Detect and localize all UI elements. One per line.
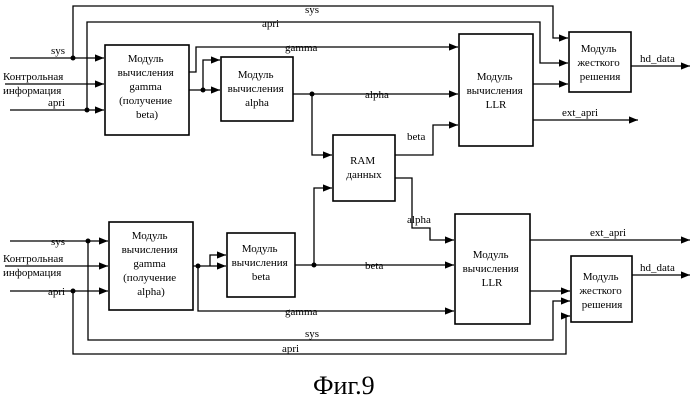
- sys-bot-input-label: sys: [51, 236, 65, 248]
- beta-junction: [312, 263, 317, 268]
- ram-alpha-label: alpha: [407, 214, 431, 226]
- hard-bot-block-label: Модуль жесткого решения: [578, 271, 624, 311]
- control-top-label-1: Контрольная: [3, 71, 63, 83]
- beta-bot-wire-label: beta: [365, 260, 383, 272]
- ram-alpha-wire: [395, 178, 454, 240]
- figure-caption: Фиг.9: [313, 371, 375, 400]
- gamma-bot-branch: [210, 255, 226, 266]
- sys-top-junction: [71, 56, 76, 61]
- apri-top-bus-label: apri: [262, 18, 279, 30]
- apri-bot-input-label: apri: [48, 286, 65, 298]
- ram-block: [333, 135, 395, 201]
- gamma-bot-wire-label: gamma: [285, 306, 317, 318]
- beta-to-ram-wire: [314, 188, 332, 265]
- hd-data-top-label: hd_data: [640, 53, 675, 65]
- control-bot-label-2: информация: [3, 267, 61, 279]
- hard-top-block-label: Модуль жесткого решения: [576, 43, 622, 83]
- sys-top-bus-label: sys: [305, 4, 319, 16]
- control-bot-label-1: Контрольная: [3, 253, 63, 265]
- apri-top-input-label: apri: [48, 97, 65, 109]
- gamma-top-wire-label: gamma: [285, 42, 317, 54]
- ram-beta-label: beta: [407, 131, 425, 143]
- ram-beta-wire: [395, 125, 458, 155]
- gamma-top-branch: [203, 60, 220, 90]
- apri-bot-bus-label: apri: [282, 343, 299, 355]
- control-top-label-2: информация: [3, 85, 61, 97]
- apri-top-junction: [85, 108, 90, 113]
- alpha-to-ram-wire: [312, 94, 332, 155]
- sys-top-input-label: sys: [51, 45, 65, 57]
- alpha-top-wire-label: alpha: [365, 89, 389, 101]
- ext-apri-top-label: ext_apri: [562, 107, 598, 119]
- sys-bot-bus-label: sys: [305, 328, 319, 340]
- ext-apri-bot-label: ext_apri: [590, 227, 626, 239]
- hd-data-bot-label: hd_data: [640, 262, 675, 274]
